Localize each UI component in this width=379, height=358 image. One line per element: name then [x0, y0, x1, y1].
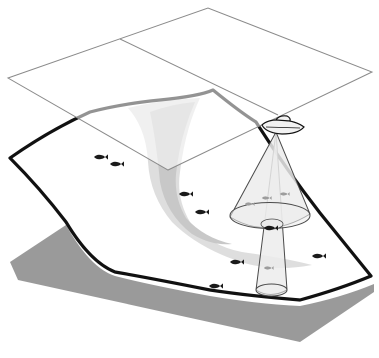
terrain-shadow [10, 225, 374, 342]
boat-icon [261, 115, 305, 135]
surface-center-line [119, 38, 279, 116]
water-surface-plane [6, 7, 374, 171]
